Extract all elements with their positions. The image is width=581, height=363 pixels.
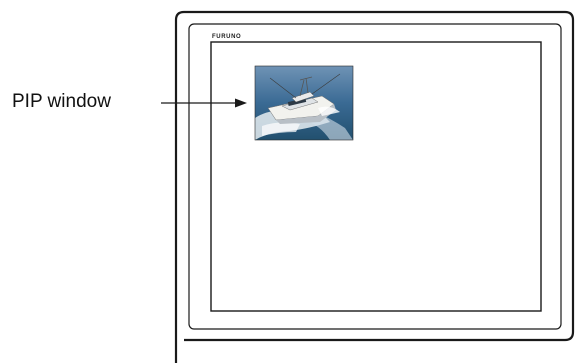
monitor-inner-bezel [188, 23, 562, 330]
callout-arrow [161, 98, 247, 108]
pip-window [254, 65, 354, 141]
pip-window-label: PIP window [12, 91, 111, 112]
brand-logo: FURUNO [212, 34, 241, 40]
monitor-bezel [174, 10, 575, 363]
